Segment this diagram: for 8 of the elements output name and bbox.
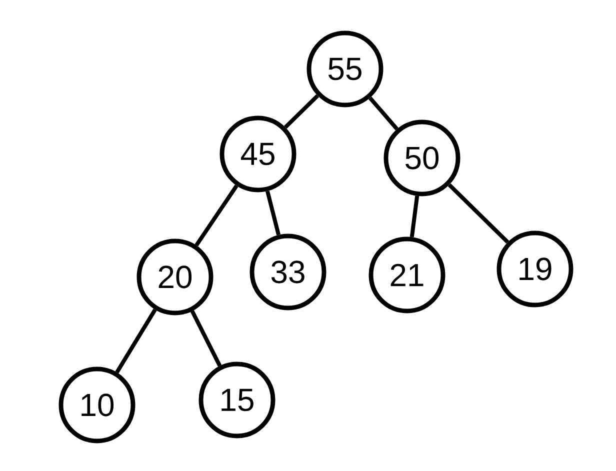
connector-line (410, 196, 420, 238)
connector-line (266, 190, 281, 236)
connector-line (368, 96, 398, 130)
connector-line (115, 308, 157, 374)
connector-line (190, 310, 222, 367)
connector-line (448, 183, 510, 244)
connector-line (284, 94, 320, 129)
connector-line (194, 184, 238, 246)
